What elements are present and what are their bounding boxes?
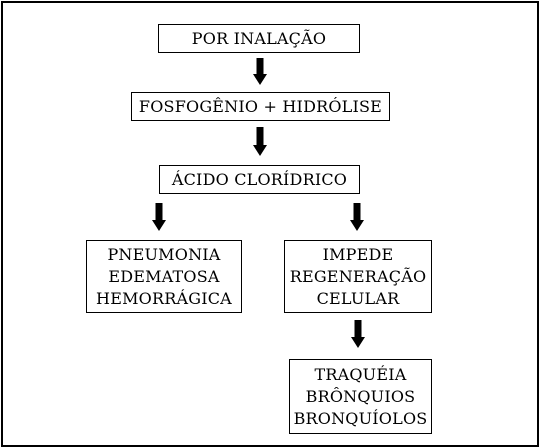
node-por-inalacao: POR INALAÇÃO bbox=[158, 24, 360, 53]
arrow-impede-to-traqueia bbox=[351, 320, 365, 348]
arrow-acido-to-pneumonia bbox=[152, 203, 166, 231]
arrow-inalacao-to-fosfogenio bbox=[253, 58, 267, 85]
node-pneumonia-edematosa-hemorragica: PNEUMONIA EDEMATOSA HEMORRÁGICA bbox=[86, 240, 242, 313]
node-acido-cloridrico: ÁCIDO CLORÍDRICO bbox=[159, 165, 360, 194]
arrow-acido-to-impede bbox=[350, 203, 364, 231]
node-impede-regeneracao-celular: IMPEDE REGENERAÇÃO CELULAR bbox=[284, 240, 432, 313]
node-traqueia-bronquios-bronquiolos: TRAQUÉIA BRÔNQUIOS BRONQUÍOLOS bbox=[289, 359, 432, 434]
arrow-fosfogenio-to-acido bbox=[253, 127, 267, 156]
node-fosfogenio-hidrolise: FOSFOGÊNIO + HIDRÓLISE bbox=[131, 92, 390, 121]
